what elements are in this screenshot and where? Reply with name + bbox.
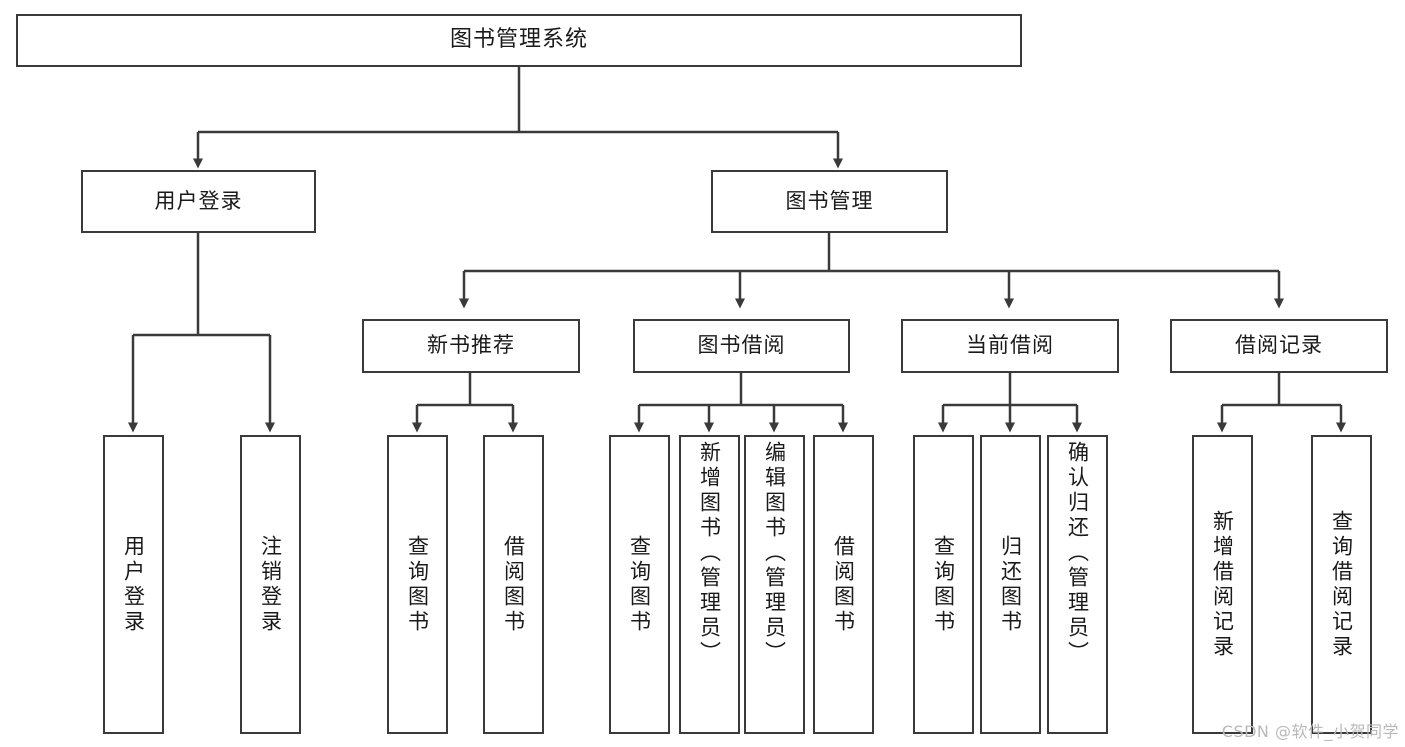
node-label: 借阅记录 [1235,333,1323,358]
leaf-label: 查询图书 [627,534,652,635]
leaf-label: 归还图书 [998,534,1023,635]
node-current-borrow[interactable]: 当前借阅 [901,319,1119,373]
leaf-borrow-borrow-book[interactable]: 借阅图书 [813,435,874,734]
node-book-management[interactable]: 图书管理 [711,170,948,233]
leaf-record-add-record[interactable]: 新增借阅记录 [1192,435,1253,734]
node-label: 用户登录 [154,188,243,213]
leaf-current-confirm-return-admin[interactable]: 确认归还（管理员） [1047,435,1108,734]
leaf-borrow-add-book-admin[interactable]: 新增图书（管理员） [679,435,740,734]
leaf-current-query-book[interactable]: 查询图书 [913,435,974,734]
leaf-label: 查询图书 [931,534,956,635]
leaf-label: 编辑图书（管理员） [762,441,787,666]
node-label: 图书管理 [785,188,874,213]
node-label: 图书管理系统 [449,27,588,53]
leaf-borrow-edit-book-admin[interactable]: 编辑图书（管理员） [744,435,805,734]
node-borrow-record[interactable]: 借阅记录 [1170,319,1388,373]
node-label: 当前借阅 [966,333,1054,358]
node-new-book-recommend[interactable]: 新书推荐 [362,319,580,373]
leaf-user-login-login[interactable]: 用户登录 [103,435,164,734]
node-label: 图书借阅 [697,333,786,358]
leaf-label: 注销登录 [258,534,283,635]
leaf-record-query-record[interactable]: 查询借阅记录 [1311,435,1372,734]
leaf-user-login-logout[interactable]: 注销登录 [240,435,301,734]
leaf-label: 查询借阅记录 [1329,509,1354,660]
node-book-borrow[interactable]: 图书借阅 [633,319,850,373]
node-user-login[interactable]: 用户登录 [81,170,316,233]
leaf-label: 借阅图书 [501,534,526,635]
leaf-label: 新增借阅记录 [1210,509,1235,660]
node-label: 新书推荐 [427,333,515,358]
leaf-label: 查询图书 [405,534,430,635]
leaf-recommend-borrow-book[interactable]: 借阅图书 [483,435,544,734]
leaf-label: 用户登录 [121,534,146,635]
leaf-recommend-query-book[interactable]: 查询图书 [387,435,448,734]
leaf-current-return-book[interactable]: 归还图书 [980,435,1041,734]
leaf-borrow-query-book[interactable]: 查询图书 [609,435,670,734]
leaf-label: 新增图书（管理员） [697,441,722,666]
leaf-label: 借阅图书 [831,534,856,635]
csdn-watermark: CSDN @软件_小贺同学 [1221,722,1399,741]
node-root-system[interactable]: 图书管理系统 [16,14,1022,67]
leaf-label: 确认归还（管理员） [1065,441,1090,666]
